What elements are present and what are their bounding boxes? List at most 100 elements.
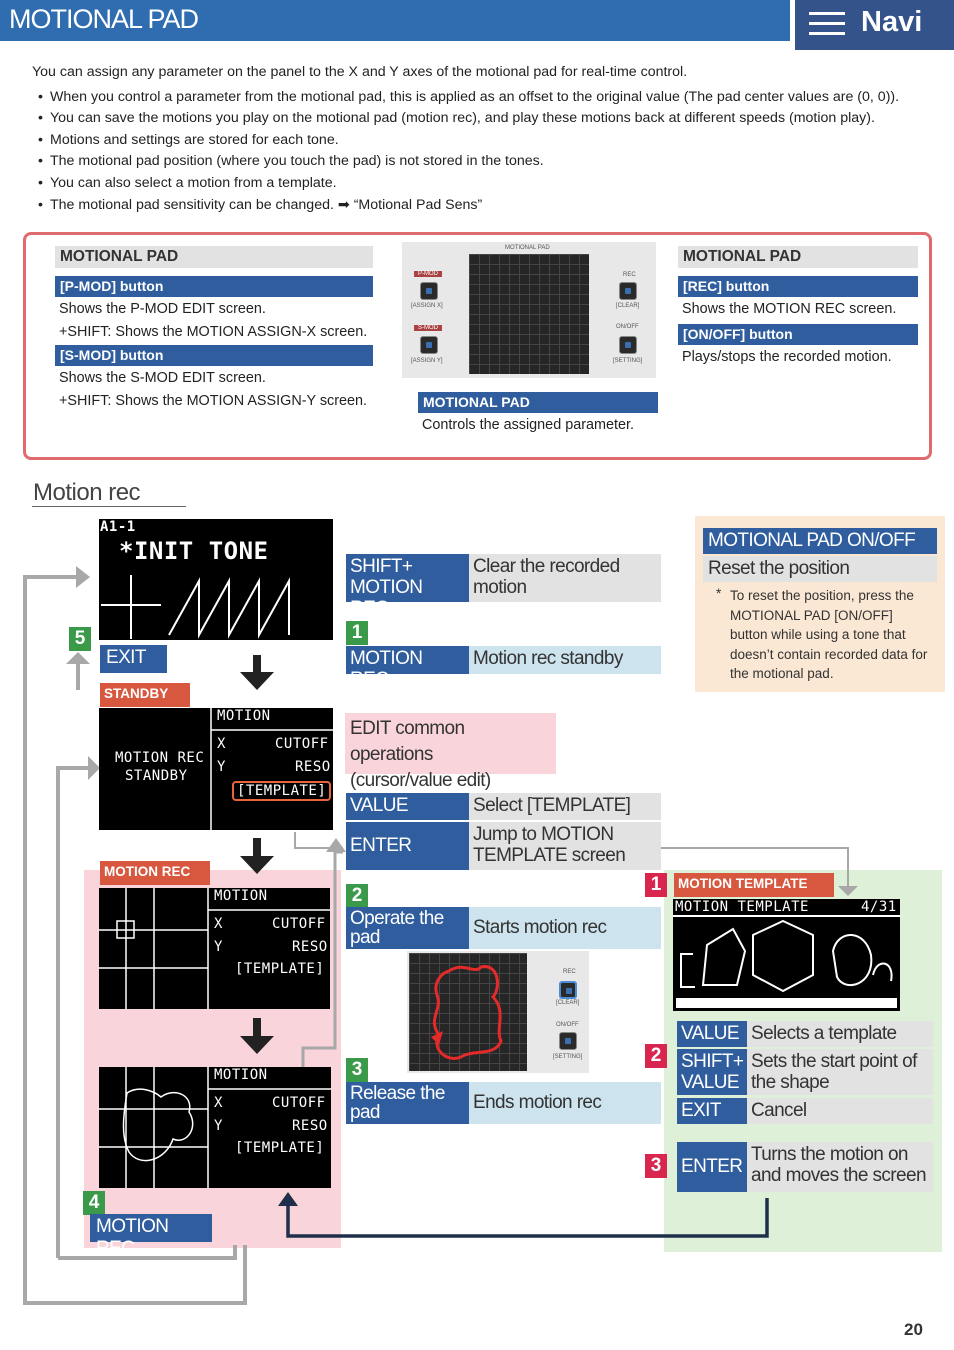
standby-tag: STANDBY: [100, 683, 190, 707]
step-5-number: 5: [69, 627, 91, 651]
tone-number: A1-1: [100, 519, 136, 535]
menu-icon: [809, 12, 845, 36]
template-step-2-number: 2: [645, 1044, 667, 1068]
step-2-number: 2: [346, 884, 368, 908]
smod-desc-1: Shows the S-MOD EDIT screen.: [59, 370, 266, 386]
operate-pad-key[interactable]: Operate the pad: [346, 907, 469, 949]
onoff-desc: Plays/stops the recorded motion.: [682, 349, 892, 365]
smod-desc-2: +SHIFT: Shows the MOTION ASSIGN-Y screen…: [59, 393, 368, 409]
value-desc: Select [TEMPLATE]: [469, 793, 661, 820]
x-axis-label: X: [214, 1095, 223, 1111]
onoff-info-box: MOTIONAL PAD ON/OFF Reset the position *…: [695, 516, 945, 692]
enter-desc: Jump to MOTION TEMPLATE screen: [469, 822, 661, 870]
motional-pad-panel: [23, 232, 932, 460]
rec-label: REC: [563, 969, 576, 975]
onoff-label: ON/OFF: [616, 324, 639, 330]
enter-key[interactable]: ENTER: [346, 822, 469, 870]
template-enter-row: ENTER Turns the motion on and moves the …: [677, 1142, 933, 1192]
pmod-button[interactable]: [420, 282, 438, 300]
clear-label: [CLEAR]: [616, 303, 640, 309]
sidebox-title: MOTIONAL PAD ON/OFF: [703, 528, 937, 554]
panel-right-heading: MOTIONAL PAD: [678, 246, 918, 268]
list-item: The motional pad sensitivity can be chan…: [38, 195, 932, 217]
intro-text: You can assign any parameter on the pane…: [32, 62, 932, 216]
intro-list: When you control a parameter from the mo…: [38, 87, 932, 217]
motion-rec-key[interactable]: MOTION REC: [346, 646, 469, 690]
y-axis-value: RESO: [292, 939, 328, 955]
template-value-desc: Selects a template: [747, 1021, 933, 1047]
page-title: MOTIONAL PAD: [9, 4, 199, 34]
release-pad-desc: Ends motion rec: [469, 1082, 661, 1124]
standby-line-1: MOTION REC: [115, 750, 205, 766]
screen-title: MOTION: [214, 888, 268, 904]
shift-motion-rec-row: SHIFT+ MOTION REC Clear the recorded mot…: [346, 554, 661, 619]
template-enter-key[interactable]: ENTER: [677, 1142, 747, 1192]
navi-label: Navi: [861, 6, 923, 38]
section-title: Motion rec: [33, 479, 141, 506]
screen-init-tone: A1-1 *INIT TONE: [99, 519, 333, 640]
operate-pad-desc: Starts motion rec: [469, 907, 661, 949]
onoff-button[interactable]: [559, 1032, 577, 1050]
motion-rec-button-step4[interactable]: MOTION REC: [90, 1214, 212, 1259]
template-value-key[interactable]: VALUE: [677, 1021, 747, 1047]
template-step-3-number: 3: [645, 1154, 667, 1178]
pmod-desc-2: +SHIFT: Shows the MOTION ASSIGN-X screen…: [59, 324, 368, 340]
template-exit-row: EXIT Cancel: [677, 1098, 933, 1124]
exit-button[interactable]: EXIT: [100, 645, 167, 673]
template-value-row: VALUE Selects a template: [677, 1021, 933, 1047]
pmod-desc-1: Shows the P-MOD EDIT screen.: [59, 301, 266, 317]
template-option[interactable]: [TEMPLATE]: [232, 781, 332, 801]
template-shift-key[interactable]: SHIFT+ VALUE: [677, 1049, 747, 1095]
shift-motion-rec-desc: Clear the recorded motion: [469, 554, 661, 602]
template-step-1-number: 1: [645, 873, 667, 897]
template-shift-desc: Sets the start point of the shape: [747, 1049, 933, 1095]
list-item: Motions and settings are stored for each…: [38, 130, 932, 152]
template-screen-title: MOTION TEMPLATE: [675, 899, 809, 915]
smod-button[interactable]: [420, 336, 438, 354]
pmod-button-label: [P-MOD] button: [55, 276, 373, 297]
navi-button[interactable]: Navi: [795, 0, 954, 50]
pad-grid[interactable]: [469, 254, 589, 374]
template-exit-key[interactable]: EXIT: [677, 1098, 747, 1124]
pmod-label: P-MOD: [414, 271, 442, 277]
step3-row: Release the pad Ends motion rec: [346, 1082, 661, 1124]
edit-common-operations: EDIT common operations (cursor/value edi…: [345, 713, 556, 791]
screen-standby: MOTION MOTION REC STANDBY X CUTOFF Y RES…: [99, 708, 333, 830]
motion-rec-desc: Motion rec standby: [469, 646, 661, 674]
value-row: VALUE Select [TEMPLATE]: [346, 793, 661, 820]
value-key[interactable]: VALUE: [346, 793, 469, 820]
template-option: [TEMPLATE]: [235, 1140, 325, 1156]
step-3-number: 3: [346, 1058, 368, 1082]
panel-right: MOTIONAL PAD [REC] button Shows the MOTI…: [678, 246, 918, 370]
step-4-number: 4: [83, 1191, 105, 1215]
motional-pad-label: MOTIONAL PAD: [418, 392, 658, 413]
template-shift-row: SHIFT+ VALUE Sets the start point of the…: [677, 1049, 933, 1095]
screen-title: MOTION: [217, 708, 271, 724]
pad-grid[interactable]: [409, 953, 527, 1071]
y-axis-label: Y: [214, 939, 223, 955]
x-axis-value: CUTOFF: [272, 1095, 326, 1111]
note-mark: *: [716, 586, 722, 601]
screen-recorded: MOTION X CUTOFF Y RESO [TEMPLATE]: [99, 1067, 331, 1188]
x-axis-value: CUTOFF: [275, 736, 329, 752]
template-exit-desc: Cancel: [747, 1098, 933, 1124]
release-pad-key[interactable]: Release the pad: [346, 1082, 469, 1124]
step2-row: Operate the pad Starts motion rec: [346, 907, 661, 949]
clear-label: [CLEAR]: [556, 1000, 580, 1006]
y-axis-value: RESO: [292, 1118, 328, 1134]
screen-title: MOTION: [214, 1067, 268, 1083]
onoff-button[interactable]: [619, 336, 637, 354]
rec-desc: Shows the MOTION REC screen.: [682, 301, 897, 317]
assign-y-label: [ASSIGN Y]: [411, 358, 443, 364]
shift-motion-rec-key[interactable]: SHIFT+ MOTION REC: [346, 554, 469, 619]
rec-button[interactable]: [619, 282, 637, 300]
template-option: [TEMPLATE]: [235, 961, 325, 977]
y-axis-label: Y: [217, 759, 226, 775]
rec-button[interactable]: [559, 981, 577, 999]
setting-label: [SETTING]: [613, 358, 643, 364]
template-enter-desc: Turns the motion on and moves the screen: [747, 1142, 933, 1192]
enter-row: ENTER Jump to MOTION TEMPLATE screen: [346, 822, 661, 870]
list-item: You can save the motions you play on the…: [38, 108, 932, 130]
panel-left: MOTIONAL PAD [P-MOD] button Shows the P-…: [55, 246, 373, 414]
